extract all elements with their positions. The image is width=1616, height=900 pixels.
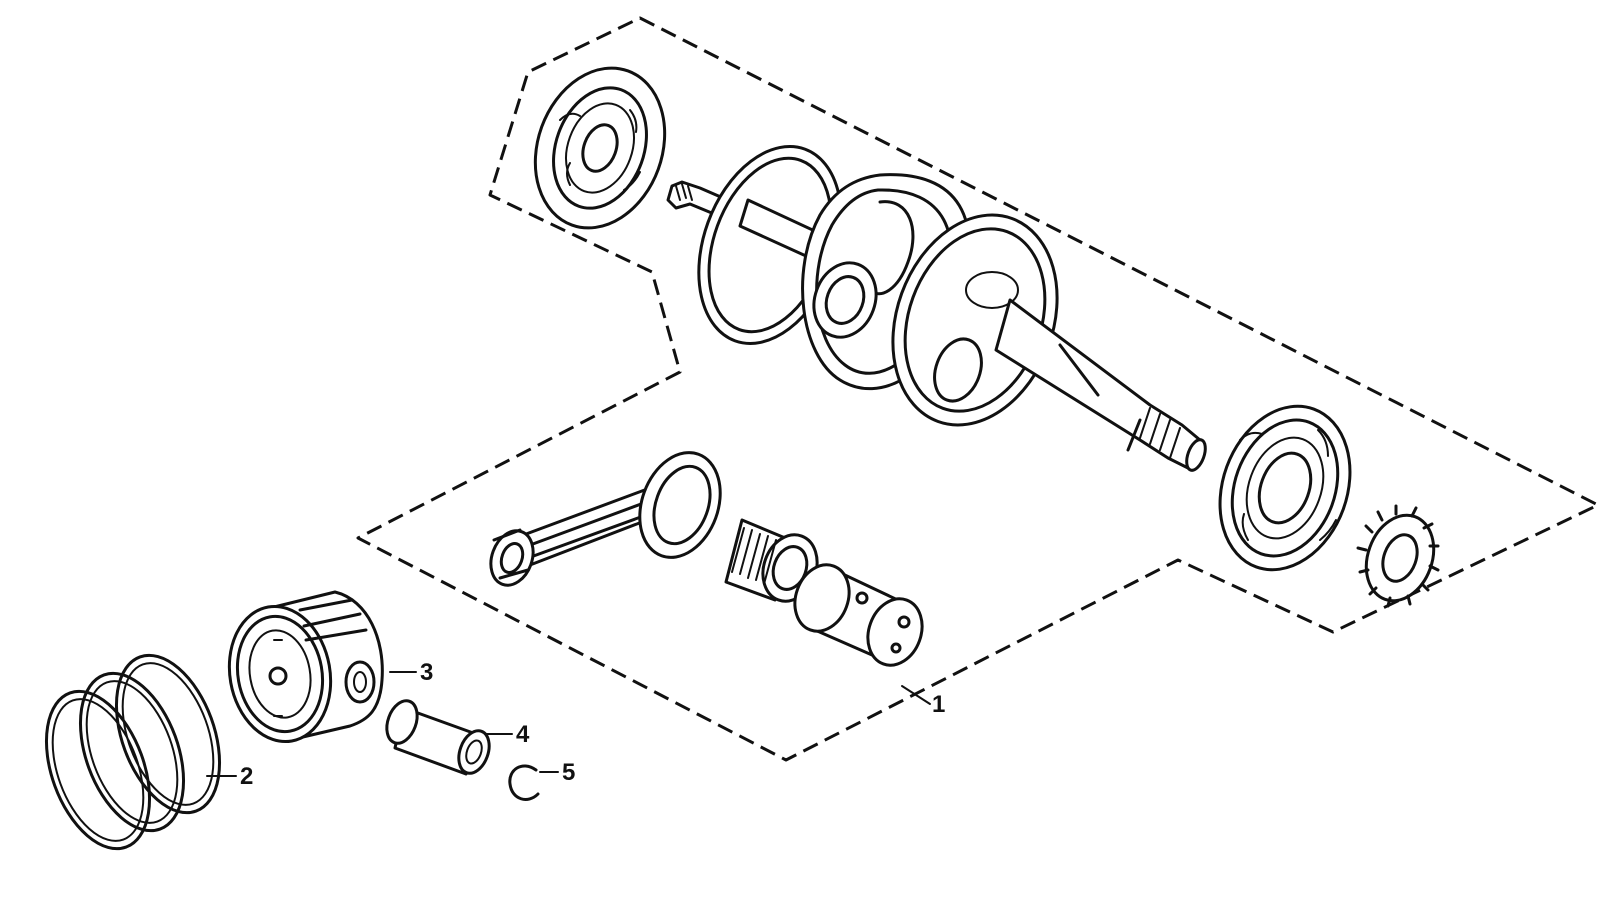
assembly-boundary [356,16,1600,762]
piston [227,590,384,744]
callout-4: 4 [516,721,530,748]
crank-pin [793,563,924,667]
left-bearing [533,66,667,230]
connecting-rod [489,451,722,587]
piston-rings [44,653,222,851]
leader-lines [206,671,931,777]
callout-3: 3 [420,659,433,686]
sprocket [1356,504,1440,608]
callout-1: 1 [932,691,945,718]
crankshaft [666,145,1207,472]
callout-5: 5 [562,759,575,786]
callout-2: 2 [240,763,253,790]
needle-bearing [724,518,819,603]
piston-pin [385,699,491,776]
circlip [508,764,540,801]
right-bearing [1218,404,1352,572]
